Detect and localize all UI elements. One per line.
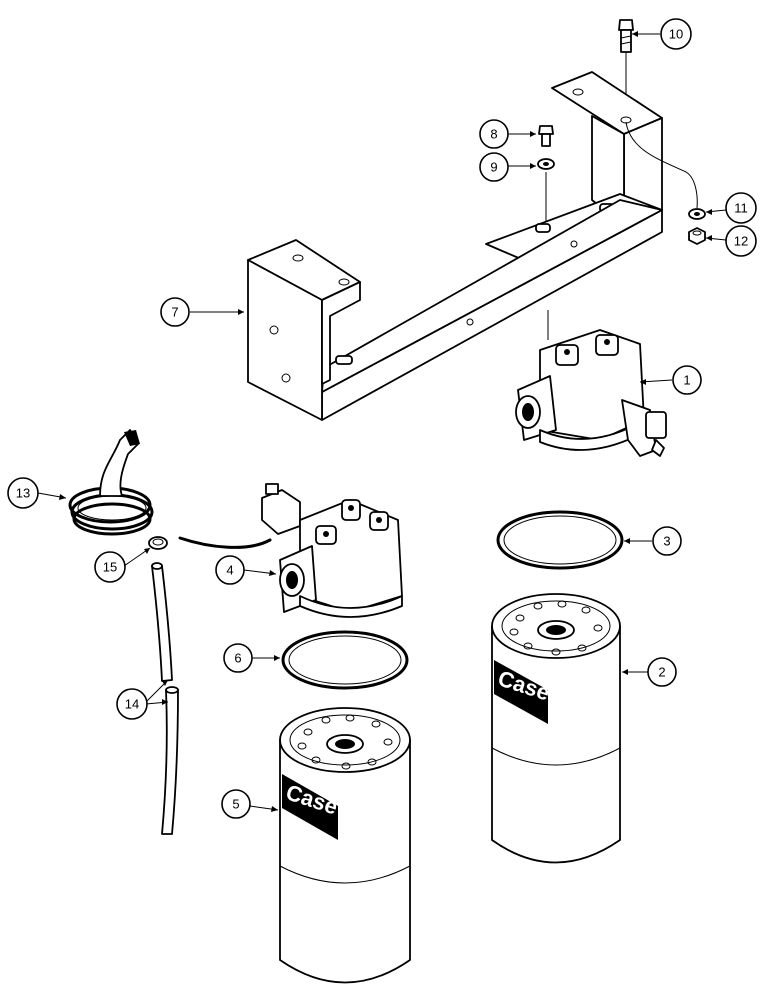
- part-6-seal: [281, 630, 409, 690]
- callout-5: 5: [221, 789, 251, 819]
- callout-2: 2: [647, 657, 677, 687]
- svg-text:15: 15: [103, 560, 117, 575]
- part-10-bolt: [618, 19, 634, 120]
- callout-7: 7: [160, 297, 190, 327]
- part-15-clamp: [148, 536, 168, 550]
- svg-text:8: 8: [490, 127, 497, 142]
- callout-13: 13: [7, 477, 39, 509]
- svg-text:7: 7: [171, 305, 178, 320]
- svg-text:5: 5: [232, 797, 239, 812]
- svg-text:2: 2: [658, 665, 665, 680]
- callout-1: 1: [672, 365, 702, 395]
- callout-12: 12: [725, 225, 757, 257]
- callout-14: 14: [116, 688, 148, 720]
- callout-9: 9: [479, 152, 509, 182]
- part-1-filter-head: [515, 329, 667, 457]
- svg-text:4: 4: [226, 563, 233, 578]
- part-9-washer: [537, 158, 555, 222]
- filter-2-holes: [509, 600, 603, 656]
- svg-text:1: 1: [683, 373, 690, 388]
- part-11-washer: [688, 208, 706, 220]
- svg-text:11: 11: [734, 201, 748, 216]
- svg-text:10: 10: [669, 27, 683, 42]
- callout-3: 3: [652, 526, 682, 556]
- callout-11: 11: [725, 192, 757, 224]
- part-8-bolt: [538, 125, 554, 147]
- svg-text:9: 9: [490, 160, 497, 175]
- svg-text:6: 6: [234, 651, 241, 666]
- callout-6: 6: [223, 643, 253, 673]
- callout-8: 8: [479, 119, 509, 149]
- part-7-bracket: [247, 71, 663, 421]
- svg-text:12: 12: [734, 234, 748, 249]
- svg-text:13: 13: [16, 486, 30, 501]
- part-14-hoses: [151, 562, 179, 835]
- callouts: 10 8 9 11 12: [7, 18, 757, 819]
- callout-4: 4: [215, 555, 245, 585]
- filter-5-holes: [297, 714, 393, 770]
- part-5-filter: Case: [279, 707, 411, 984]
- svg-text:3: 3: [663, 534, 670, 549]
- part-4-filter-head: [178, 483, 403, 618]
- callout-10: 10: [660, 18, 692, 50]
- callout-15: 15: [94, 551, 126, 583]
- part-2-filter: Case: [491, 593, 621, 864]
- part-3-seal: [496, 510, 624, 570]
- part-12-nut: [688, 227, 706, 245]
- part-13-coil: [68, 429, 154, 536]
- svg-text:14: 14: [125, 697, 139, 712]
